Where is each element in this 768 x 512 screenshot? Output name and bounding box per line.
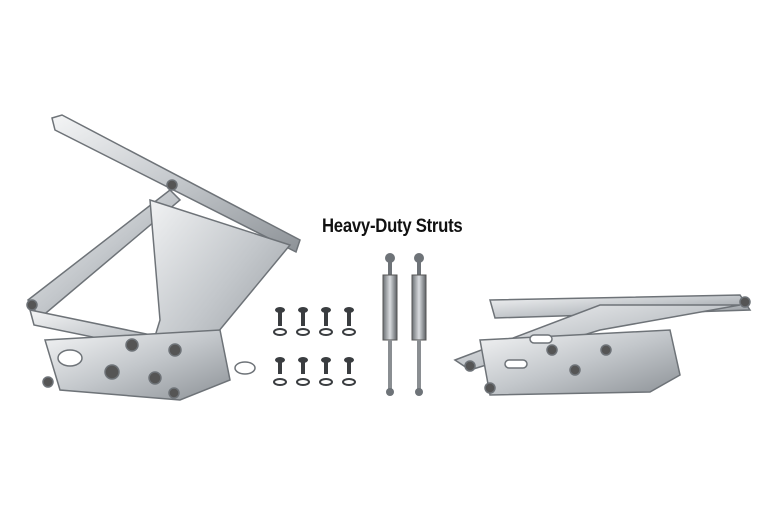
strut-right <box>411 253 427 396</box>
right-hinge <box>453 294 752 396</box>
bolt-set <box>273 307 356 386</box>
strut-left <box>382 253 398 396</box>
gas-struts <box>382 253 427 396</box>
left-hinge <box>26 114 301 401</box>
struts-caption: Heavy-Duty Struts <box>322 216 463 237</box>
